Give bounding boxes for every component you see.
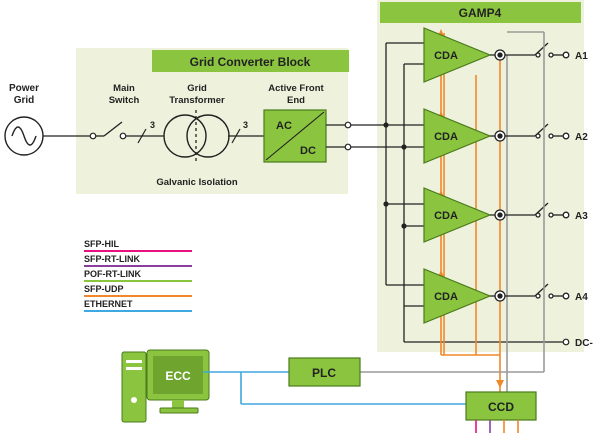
svg-text:3: 3 [150,120,155,130]
ac-source-icon [4,116,44,156]
dc-minus-bus [403,63,563,343]
output-stage-4 [490,283,570,302]
dc-plus-terminal [344,121,352,129]
legend-item-pof-rt-link: POF-RT-LINK [84,269,192,282]
switch-terminal-2 [119,132,127,140]
svg-text:3: 3 [243,120,248,130]
afe-label-2: End [287,95,305,106]
transformer-icon [163,110,230,162]
output-label-a3: A3 [575,211,588,222]
transformer-label-2: Transformer [169,95,225,106]
dc-minus-output-terminal [562,338,570,346]
svg-text:POF-RT-LINK: POF-RT-LINK [84,269,141,279]
afe-label-1: Active Front [268,83,324,94]
svg-text:SFP-RT-LINK: SFP-RT-LINK [84,254,140,264]
transformer-label-1: Grid [187,83,207,94]
three-phase-marker-1: 3 [137,120,155,144]
legend: SFP-HIL SFP-RT-LINK POF-RT-LINK SFP-UDP … [84,239,192,312]
ccd-fiber-arrow [496,380,504,388]
dc-plus-bus-nodes [383,122,389,207]
plc-label: PLC [312,366,336,380]
afe-dc-label: DC [300,145,316,157]
output-label-a1: A1 [575,51,588,62]
power-grid-label-1: Power [9,83,39,94]
gamp4-title: GAMP4 [459,6,502,20]
ccd-label: CCD [488,400,514,414]
active-front-end-block: AC DC [263,109,327,163]
cda-label-4: CDA [434,291,458,303]
power-grid-label-2: Grid [14,95,35,106]
dc-plus-bus [385,42,424,286]
main-switch-label-2: Switch [109,95,140,106]
plc-to-gamp-link [360,31,545,373]
cda-amplifier-3: CDA [423,187,492,243]
svg-text:SFP-HIL: SFP-HIL [84,239,120,249]
gamp4-title-bar [380,2,581,23]
legend-item-ethernet: ETHERNET [84,299,192,312]
ccd-block: CCD [465,391,537,421]
grid-converter-title: Grid Converter Block [190,55,311,69]
cda-label-1: CDA [434,50,458,62]
ethernet-links [203,371,466,405]
switch-terminal-1 [89,132,97,140]
output-stage-2 [490,123,570,142]
dc-link-lines [326,124,404,148]
svg-text:SFP-UDP: SFP-UDP [84,284,124,294]
cda-amplifier-4: CDA [423,268,492,324]
three-phase-marker-2: 3 [231,120,248,144]
cda-amplifier-1: CDA [423,27,492,83]
dc-minus-bus-nodes [401,144,407,229]
output-stage-1 [490,42,570,61]
afe-ac-label: AC [276,120,292,132]
output-label-a4: A4 [575,292,588,303]
output-stage-3 [490,202,570,221]
ecc-label: ECC [165,369,191,383]
legend-item-sfp-rt-link: SFP-RT-LINK [84,254,192,267]
main-switch-label-1: Main [113,83,135,94]
cda-label-2: CDA [434,131,458,143]
cda-amplifier-2: CDA [423,108,492,164]
dc-minus-output-label: DC- [575,338,593,349]
input-power-line [43,121,264,137]
grid-converter-title-bar [152,50,349,72]
legend-item-sfp-udp: SFP-UDP [84,284,192,297]
svg-text:ETHERNET: ETHERNET [84,299,133,309]
ccd-output-fibers [475,420,519,433]
legend-item-sfp-hil: SFP-HIL [84,239,192,252]
plc-block: PLC [288,357,361,387]
output-label-a2: A2 [575,132,588,143]
cda-label-3: CDA [434,210,458,222]
galvanic-isolation-label: Galvanic Isolation [156,177,237,188]
dc-minus-terminal [344,143,352,151]
ecc-computer-icon: ECC [121,349,210,423]
